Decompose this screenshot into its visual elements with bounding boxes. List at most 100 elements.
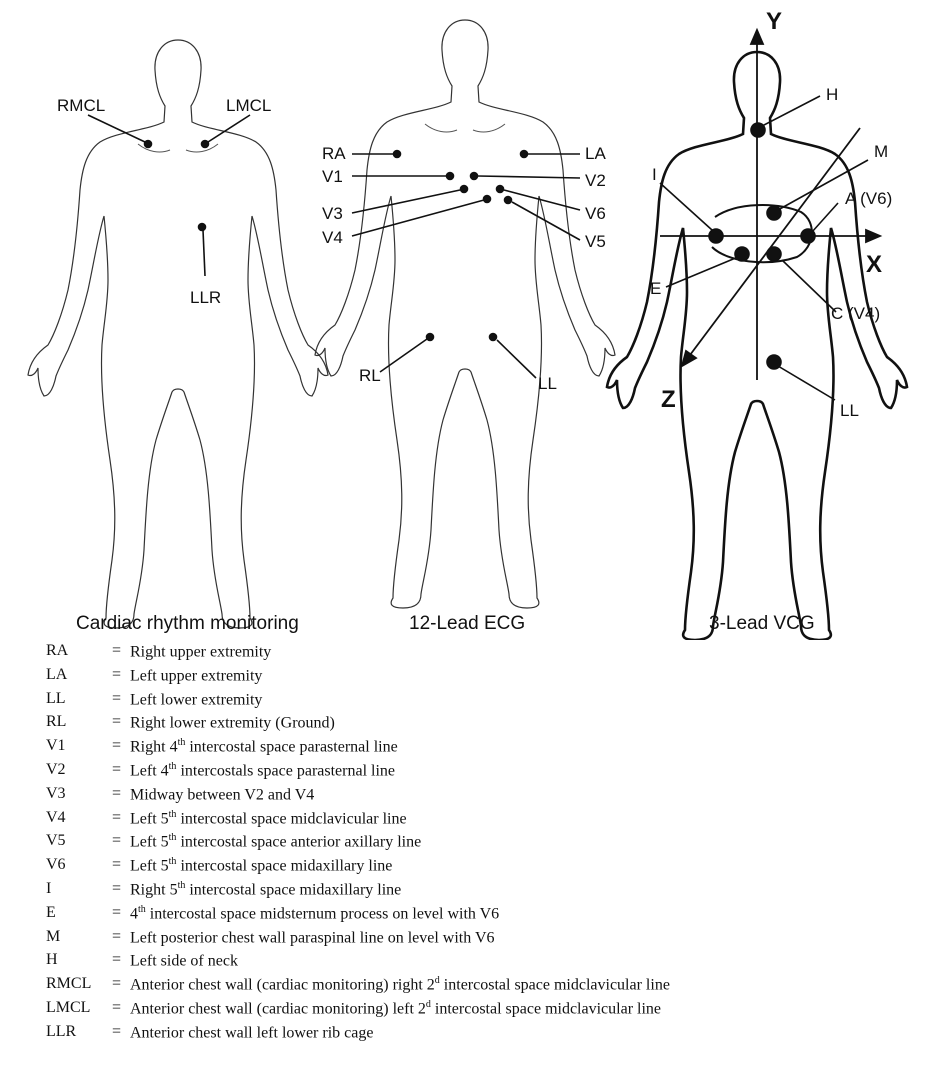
caption-twelve-lead-ecg: 12-Lead ECG [409, 613, 525, 635]
legend-description-text: Left posterior chest wall paraspinal lin… [130, 929, 495, 946]
legend-code: V2 [46, 761, 66, 779]
legend-row: V5=Left 5th intercostal space anterior a… [46, 832, 926, 856]
label-la: LA [585, 145, 606, 162]
legend-equals: = [112, 999, 121, 1017]
label-a-v6: A (V6) [845, 190, 892, 207]
twelve-lead-electrode-leaders [352, 151, 580, 379]
legend-equals: = [112, 761, 121, 779]
legend-description-rest: intercostal space midaxillary line [176, 858, 392, 875]
legend-description-text: Left 5 [130, 834, 169, 851]
label-v2: V2 [585, 172, 606, 189]
legend-description-rest: intercostal space midclavicular line [431, 1000, 661, 1017]
legend-description-text: Left 5 [130, 810, 169, 827]
legend-equals: = [112, 856, 121, 874]
twelve-lead-figure [315, 20, 615, 608]
legend-code: RA [46, 642, 68, 660]
legend-equals: = [112, 809, 121, 827]
legend-description-text: Right 4 [130, 739, 178, 756]
legend-description-rest: intercostal space midaxillary line [185, 881, 401, 898]
label-ll: LL [538, 375, 557, 392]
legend-row: E = 4th intercostal space midsternum proce… [46, 904, 926, 928]
legend-description-text: Left side of neck [130, 953, 238, 970]
legend-row: LA=Left upper extremity [46, 666, 926, 690]
legend-description-text: 4 [130, 905, 138, 922]
label-v3: V3 [322, 205, 343, 222]
legend-description-text: Right lower extremity (Ground) [130, 715, 335, 732]
legend-row: RA = Right upper extremity [46, 642, 926, 666]
legend-description: Right lower extremity (Ground) [130, 713, 335, 732]
legend-row: V6 = Left 5th intercostal space midaxillar… [46, 856, 926, 880]
axis-x-label: X [866, 253, 882, 277]
legend-equals: = [112, 642, 121, 660]
label-v1: V1 [322, 168, 343, 185]
legend-description: Left side of neck [130, 951, 238, 970]
label-v6: V6 [585, 205, 606, 222]
legend-description: Left 5th intercostal space midclavicular… [130, 809, 407, 828]
legend-row: H = Left side of neck [46, 951, 926, 975]
legend-description: Left posterior chest wall paraspinal lin… [130, 928, 495, 947]
legend-description-rest: intercostal space midclavicular line [440, 976, 670, 993]
legend-description-text: Anterior chest wall (cardiac monitoring)… [130, 1000, 426, 1017]
legend-code: E [46, 904, 56, 922]
legend-code: RMCL [46, 975, 91, 993]
legend-description-text: Left 4 [130, 762, 169, 779]
body-diagrams [0, 0, 949, 640]
legend-code: I [46, 880, 51, 898]
legend-code: H [46, 951, 58, 969]
legend-row: I=Right 5th intercostal space midaxillar… [46, 880, 926, 904]
legend-row: V4=Left 5th intercostal space midclavicu… [46, 809, 926, 833]
legend-equals: = [112, 832, 121, 850]
legend-equals: = [112, 928, 121, 946]
label-llr: LLR [190, 289, 221, 306]
legend-description: Left lower extremity [130, 690, 262, 709]
legend-description: Anterior chest wall (cardiac monitoring)… [130, 975, 670, 994]
legend-description: Anterior chest wall left lower rib cage [130, 1023, 373, 1042]
legend-description: Left 5th intercostal space midaxillary l… [130, 856, 392, 875]
legend-row: RMCL = Anterior chest wall (cardiac monito… [46, 975, 926, 999]
legend-equals: = [112, 785, 121, 803]
label-c-v4: C (V4) [831, 305, 880, 322]
legend-code: V6 [46, 856, 66, 874]
legend-description-rest: intercostals space parasternal line [176, 762, 395, 779]
cardiac-electrode-leaders [88, 115, 250, 276]
legend-description-rest: intercostal space midsternum process on … [146, 905, 499, 922]
legend-description-rest: intercostal space anterior axillary line [176, 834, 421, 851]
label-h: H [826, 86, 838, 103]
legend-description: Anterior chest wall (cardiac monitoring)… [130, 999, 661, 1018]
legend-description-text: Left 5 [130, 858, 169, 875]
label-lmcl: LMCL [226, 97, 271, 114]
legend-description-rest: intercostal space parasternal line [185, 739, 397, 756]
label-ra: RA [322, 145, 346, 162]
legend-code: M [46, 928, 60, 946]
legend-equals: = [112, 951, 121, 969]
legend-description-text: Right 5 [130, 881, 178, 898]
label-ll-vcg: LL [840, 402, 859, 419]
axis-z-label: Z [661, 388, 676, 412]
legend-description-text: Right upper extremity [130, 643, 271, 660]
legend-description: Right 5th intercostal space midaxillary … [130, 880, 401, 899]
legend-row: V3=Midway between V2 and V4 [46, 785, 926, 809]
legend-description-text: Left lower extremity [130, 691, 262, 708]
legend-equals: = [112, 666, 121, 684]
legend-description: Left 5th intercostal space anterior axil… [130, 832, 421, 851]
legend-description: Left upper extremity [130, 666, 262, 685]
legend-equals: = [112, 975, 121, 993]
legend-equals: = [112, 904, 121, 922]
label-v5: V5 [585, 233, 606, 250]
legend-row: LLR=Anterior chest wall left lower rib c… [46, 1023, 926, 1047]
legend-description-ordinal: th [138, 904, 146, 915]
caption-three-lead-vcg: 3-Lead VCG [709, 613, 815, 635]
legend-row: LL=Left lower extremity [46, 690, 926, 714]
legend-description-text: Anterior chest wall (cardiac monitoring)… [130, 976, 435, 993]
legend-row: V1=Right 4th intercostal space parastern… [46, 737, 926, 761]
cardiac-monitoring-figure [28, 40, 328, 628]
legend-description-text: Midway between V2 and V4 [130, 786, 314, 803]
legend-description: 4th intercostal space midsternum process… [130, 904, 499, 923]
legend-description: Right upper extremity [130, 642, 271, 661]
legend-code: V1 [46, 737, 66, 755]
legend-row: M = Left posterior chest wall paraspinal l… [46, 928, 926, 952]
legend-description-rest: intercostal space midclavicular line [176, 810, 406, 827]
legend-description: Left 4th intercostals space parasternal … [130, 761, 395, 780]
